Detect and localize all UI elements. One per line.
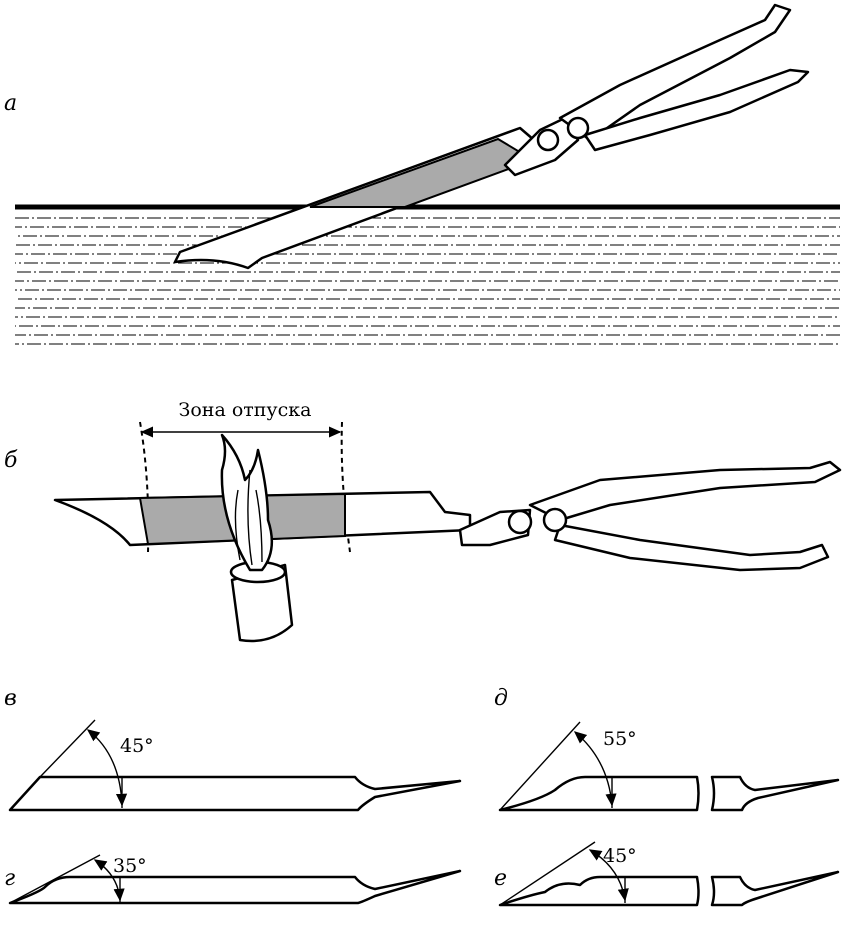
angle-arc xyxy=(588,849,629,902)
panel-label-d: д xyxy=(494,686,508,711)
flame-icon xyxy=(220,433,274,572)
panel-label-v: в xyxy=(4,686,17,711)
panel-label-e: е xyxy=(494,866,507,891)
angle-arc xyxy=(93,859,125,902)
panel-label-a: а xyxy=(4,91,17,116)
pliers-a xyxy=(503,3,810,177)
panel-label-g: г xyxy=(4,866,15,891)
panel-label-b: б xyxy=(4,448,18,473)
blade-profile-g xyxy=(8,854,462,905)
blade-a xyxy=(173,126,550,270)
angle-arc xyxy=(573,731,617,807)
zone-boundary-left xyxy=(139,421,150,553)
blade-profile-e xyxy=(498,841,840,907)
zone-boundary-right xyxy=(340,421,351,553)
blade-profile-d xyxy=(498,721,840,812)
angle-arc xyxy=(86,729,128,807)
angle-label-d: 55° xyxy=(603,728,637,750)
tempering-zone-label: Зона отпуска xyxy=(179,399,312,421)
blade-profile-v xyxy=(8,719,462,812)
oil-bath xyxy=(15,204,840,345)
burner xyxy=(220,433,294,643)
pliers-b xyxy=(458,460,842,572)
angle-label-e: 45° xyxy=(603,845,637,867)
angle-label-g: 35° xyxy=(113,855,147,877)
liquid-lines xyxy=(15,217,840,345)
angle-label-v: 45° xyxy=(120,735,154,757)
